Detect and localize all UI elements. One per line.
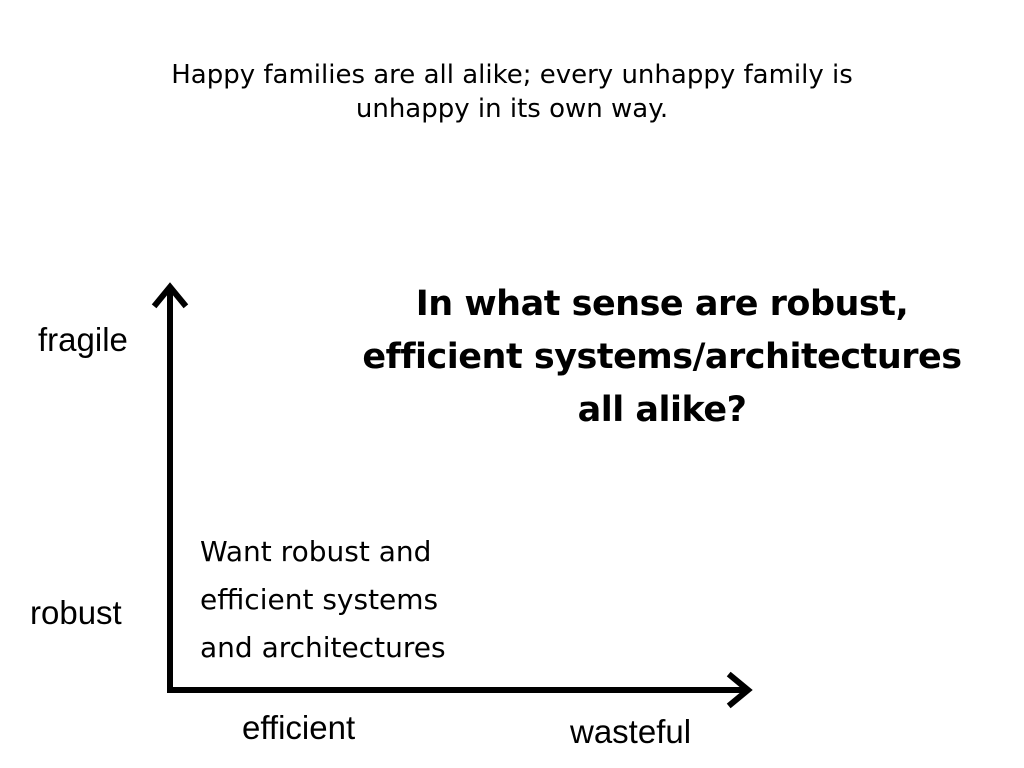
question-line-1: In what sense are robust, bbox=[415, 284, 909, 324]
note-line-3: and architectures bbox=[200, 631, 446, 664]
quote-line-1: Happy families are all alike; every unha… bbox=[171, 60, 853, 90]
note-line-1: Want robust and bbox=[200, 535, 432, 568]
y-axis-label-fragile: fragile bbox=[38, 321, 128, 358]
question-line-3: all alike? bbox=[577, 390, 747, 430]
quote-text: Happy families are all alike; every unha… bbox=[140, 58, 884, 126]
note-line-2: efficient systems bbox=[200, 583, 439, 616]
question-heading: In what sense are robust, efficient syst… bbox=[352, 278, 972, 437]
x-axis-arrowhead bbox=[726, 671, 753, 709]
y-axis-arrowhead bbox=[151, 282, 189, 309]
x-axis-label-wasteful: wasteful bbox=[570, 713, 692, 750]
x-axis-label-efficient: efficient bbox=[242, 709, 356, 746]
question-line-2: efficient systems/architectures bbox=[362, 337, 962, 377]
quote-line-2: unhappy in its own way. bbox=[355, 94, 669, 124]
y-axis-label-robust: robust bbox=[30, 594, 122, 631]
target-region-note: Want robust and efficient systems and ar… bbox=[200, 528, 530, 672]
